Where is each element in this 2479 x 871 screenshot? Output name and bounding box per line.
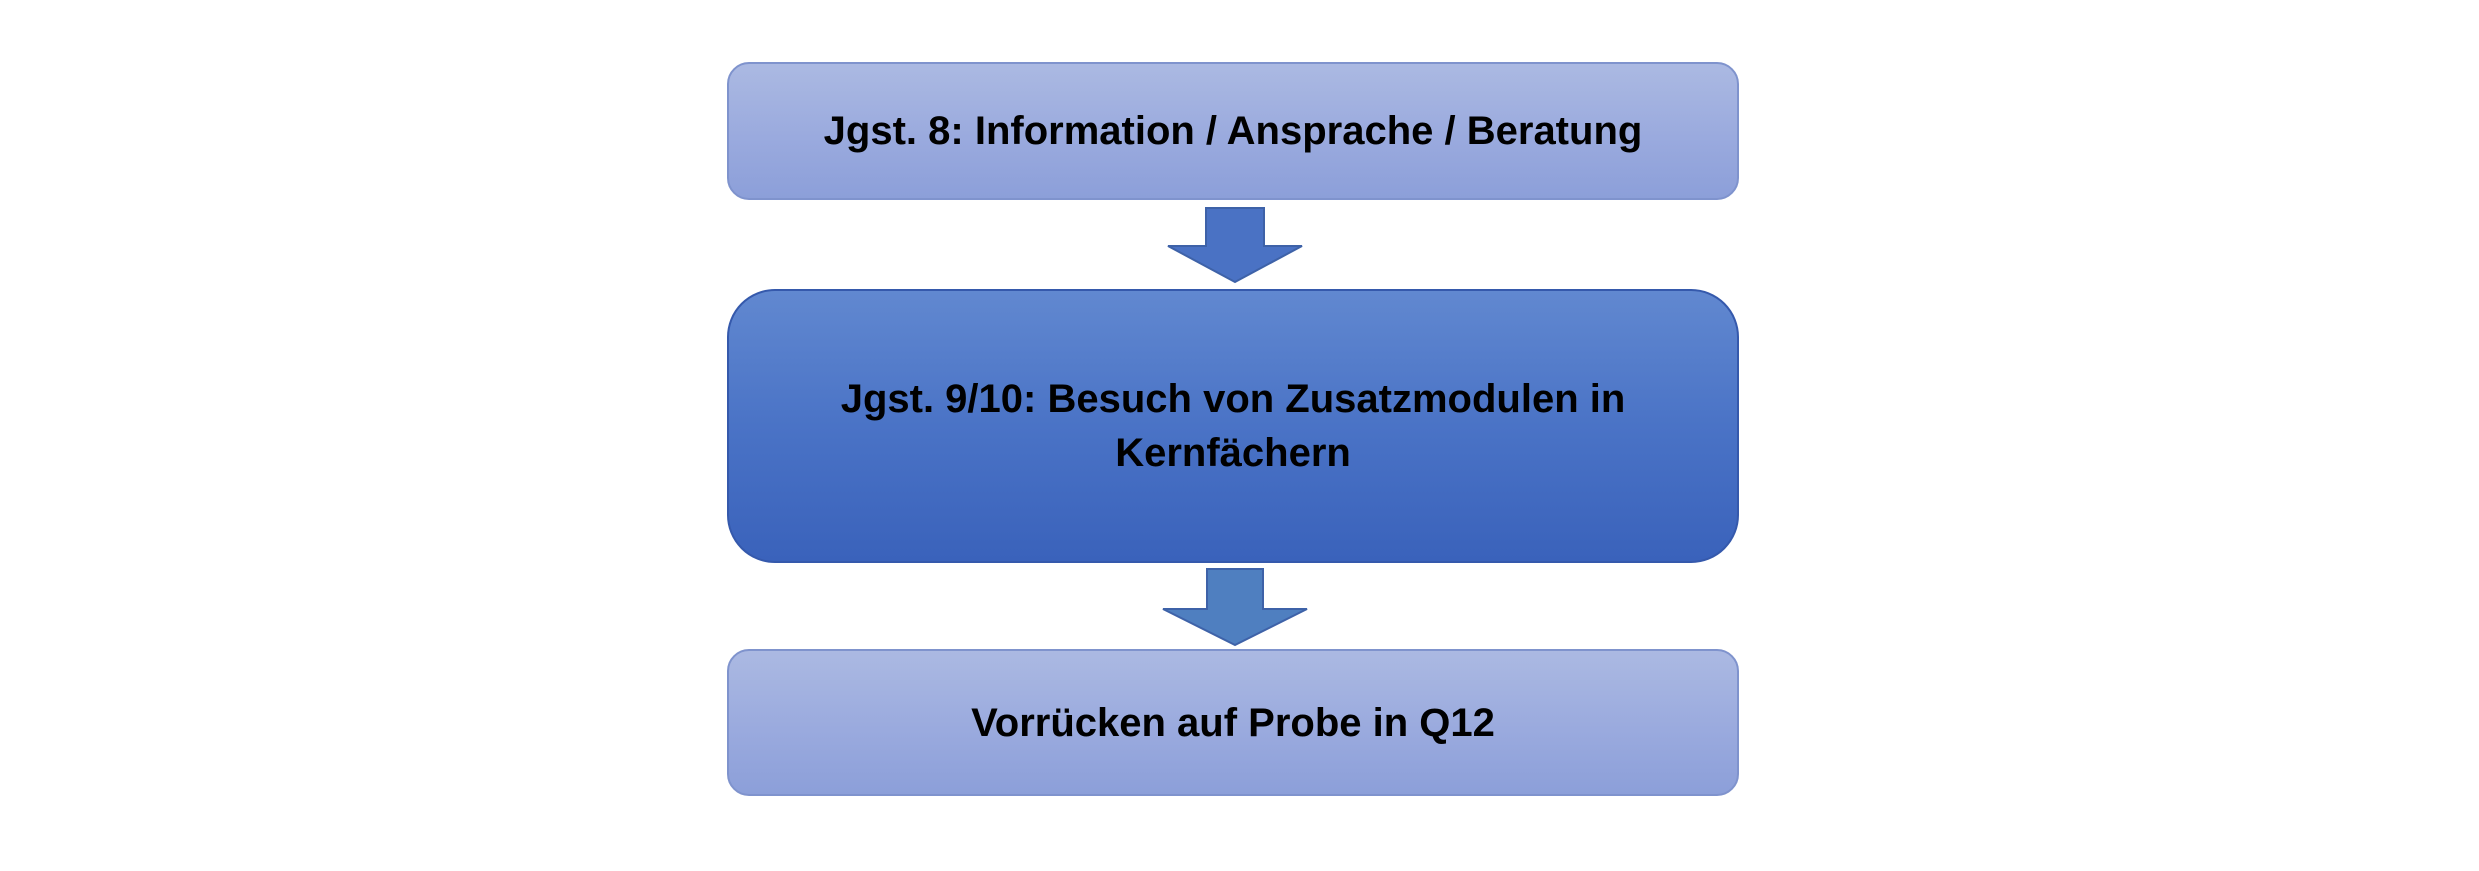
down-arrow-icon [1162, 568, 1308, 647]
flow-step-label: Vorrücken auf Probe in Q12 [971, 700, 1495, 745]
flow-step-jgst-8: Jgst. 8: Information / Ansprache / Berat… [727, 62, 1739, 200]
flow-step-label: Jgst. 9/10: Besuch von Zusatzmodulen in … [840, 377, 1626, 475]
down-arrow-icon [1167, 207, 1303, 284]
flow-step-jgst-9-10: Jgst. 9/10: Besuch von Zusatzmodulen in … [727, 289, 1739, 563]
flow-step-q12: Vorrücken auf Probe in Q12 [727, 649, 1739, 796]
flow-step-label: Jgst. 8: Information / Ansprache / Berat… [823, 109, 1643, 153]
